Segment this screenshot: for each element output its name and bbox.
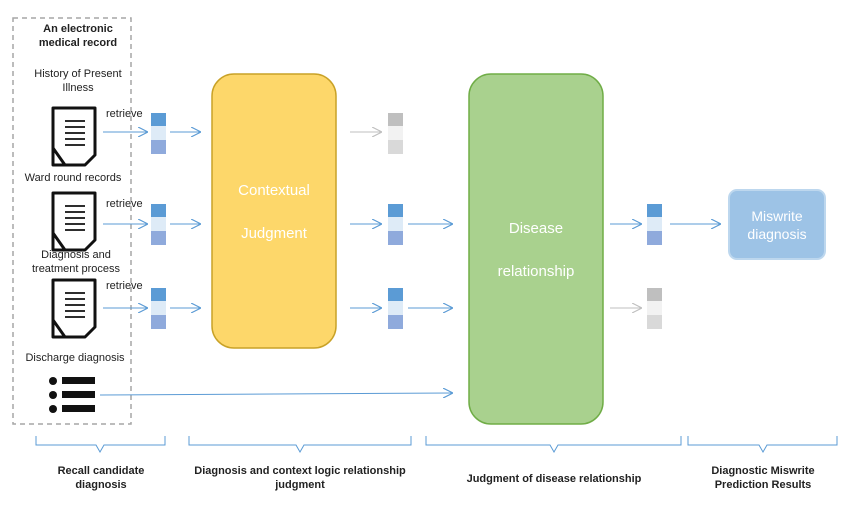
phase-label-result: Diagnostic Miswrite Prediction Results xyxy=(711,465,815,491)
source-label-history: History of Present Illness xyxy=(34,68,122,94)
miswrite-diagnosis-box xyxy=(728,189,826,260)
retrieve-label: retrieve xyxy=(106,198,143,210)
result-label-line1: Miswrite xyxy=(751,208,803,224)
output-stack xyxy=(647,204,662,245)
phase-brace xyxy=(687,436,838,454)
phase-brace xyxy=(425,436,682,454)
candidate-stack xyxy=(151,288,166,329)
retrieve-label: retrieve xyxy=(106,280,143,292)
disease-relationship-box xyxy=(468,73,604,425)
filtered-stack xyxy=(388,204,403,245)
candidate-stack xyxy=(151,113,166,154)
source-label-ward: Ward round records xyxy=(24,172,122,184)
candidate-stack xyxy=(151,204,166,245)
document-icon xyxy=(51,106,97,167)
disease-label-line1: Disease xyxy=(508,220,564,237)
emr-title: An electronic medical record xyxy=(38,23,118,49)
list-icon xyxy=(49,377,95,413)
phase-brace xyxy=(188,436,412,454)
contextual-label-line2: Judgment xyxy=(241,225,307,242)
source-label-diagnosis-process: Diagnosis and treatment process xyxy=(31,249,121,275)
phase-label-recall: Recall candidate diagnosis xyxy=(57,465,145,491)
contextual-judgment-box xyxy=(211,73,337,349)
discharge-arrow xyxy=(99,393,452,395)
disease-label-line2: relationship xyxy=(497,263,575,280)
filtered-stack-faded xyxy=(388,113,403,154)
filtered-stack xyxy=(388,288,403,329)
contextual-label-line1: Contextual xyxy=(238,182,310,199)
emr-container xyxy=(12,17,132,425)
document-icon xyxy=(51,191,97,252)
document-icon xyxy=(51,278,97,339)
source-label-discharge: Discharge diagnosis xyxy=(25,352,125,364)
result-label-line2: diagnosis xyxy=(747,226,807,242)
retrieve-label: retrieve xyxy=(106,108,143,120)
output-stack-faded xyxy=(647,288,662,329)
phase-label-context: Diagnosis and context logic relationship… xyxy=(194,465,406,491)
phase-label-disease: Judgment of disease relationship xyxy=(466,473,642,485)
phase-brace xyxy=(35,436,166,454)
